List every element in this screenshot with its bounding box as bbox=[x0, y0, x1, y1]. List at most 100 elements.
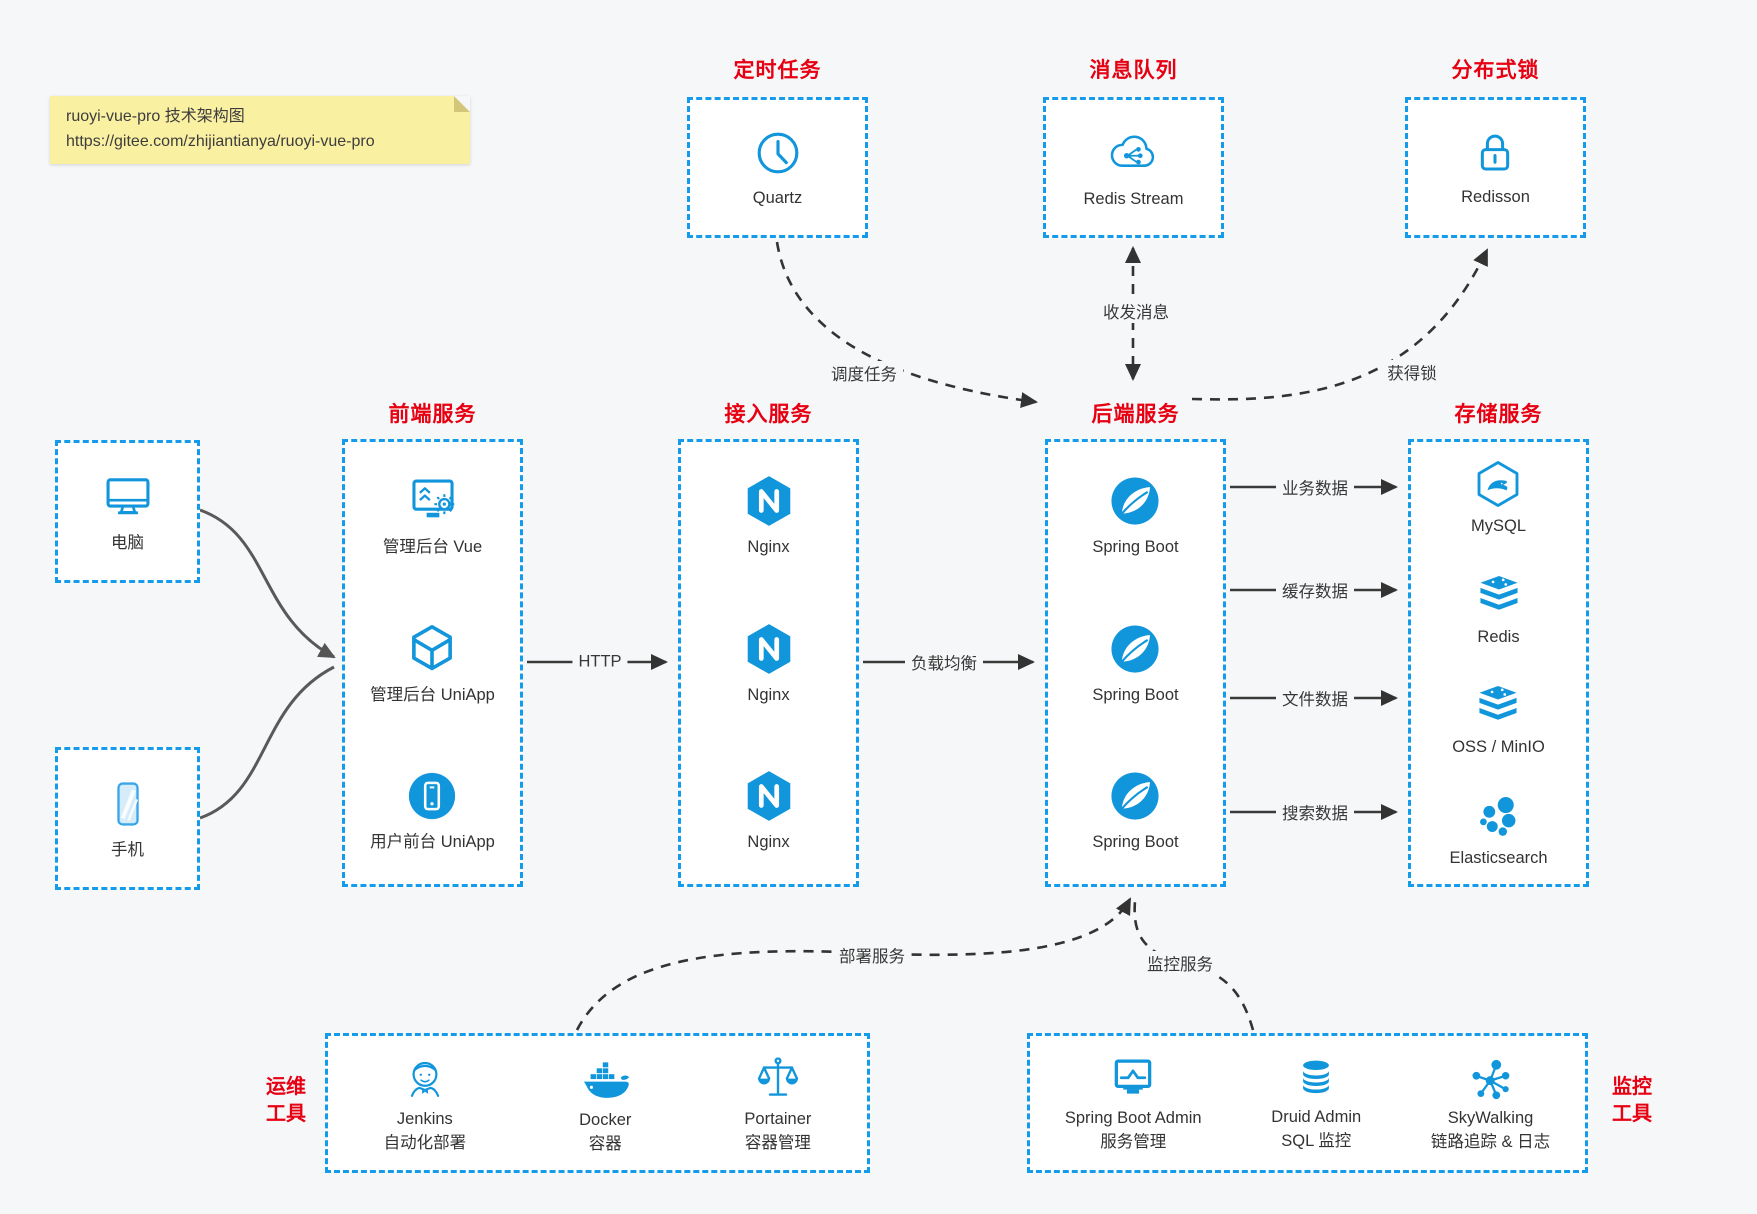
node-label: Quartz bbox=[752, 189, 803, 208]
devops-box: Jenkins 自动化部署 Docker 容器 Portainer 容器管理 bbox=[325, 1033, 870, 1173]
node-label: Docker bbox=[579, 1110, 632, 1129]
spring-leaf-icon bbox=[1106, 767, 1164, 825]
clock-icon bbox=[750, 125, 806, 181]
spring-leaf-icon bbox=[1106, 472, 1164, 530]
monitoring-title-line1: 监控 bbox=[1612, 1076, 1652, 1098]
client-pc-box: 电脑 bbox=[55, 440, 200, 583]
node-label: Elasticsearch bbox=[1449, 848, 1548, 867]
node-sublabel: SQL 监控 bbox=[1281, 1132, 1352, 1150]
database-cylinder-icon bbox=[1291, 1054, 1341, 1104]
node-druid-admin: Druid Admin SQL 监控 bbox=[1271, 1054, 1361, 1153]
mq-box: Redis Stream bbox=[1043, 97, 1224, 238]
edge-schedule-task bbox=[775, 241, 1038, 408]
node-label: Portainer bbox=[744, 1109, 812, 1128]
node-label: Spring Boot Admin bbox=[1064, 1108, 1202, 1127]
node-springboot-1: Spring Boot bbox=[1092, 472, 1179, 558]
node-jenkins: Jenkins 自动化部署 bbox=[383, 1052, 467, 1155]
monitoring-box: Spring Boot Admin 服务管理 Druid Admin SQL 监… bbox=[1027, 1033, 1588, 1173]
smartphone-icon bbox=[99, 775, 157, 833]
node-label: Druid Admin bbox=[1271, 1107, 1362, 1126]
node-admin-uniapp: 管理后台 UniApp bbox=[370, 620, 495, 706]
node-label: Nginx bbox=[747, 685, 790, 704]
node-quartz: Quartz bbox=[750, 125, 806, 209]
node-redisson: Redisson bbox=[1461, 126, 1530, 208]
node-label: 手机 bbox=[111, 841, 144, 860]
group-title-frontend: 前端服务 bbox=[388, 403, 477, 426]
edge-label-business-data: 业务数据 bbox=[1276, 475, 1354, 499]
node-docker: Docker 容器 bbox=[577, 1051, 633, 1156]
edge-label-file-data: 文件数据 bbox=[1276, 686, 1354, 710]
node-admin-vue: 管理后台 Vue bbox=[383, 472, 482, 558]
edge-label-load-balance: 负载均衡 bbox=[905, 650, 983, 674]
group-title-devops: 运维 工具 bbox=[255, 1074, 317, 1128]
mobile-app-icon bbox=[403, 767, 461, 825]
network-nodes-icon bbox=[1465, 1053, 1517, 1105]
edge-monitor-service bbox=[1133, 900, 1255, 1031]
devops-title-line2: 工具 bbox=[266, 1103, 306, 1125]
node-sublabel: 自动化部署 bbox=[383, 1134, 467, 1152]
node-label: MySQL bbox=[1470, 517, 1526, 536]
note-title: ruoyi-vue-pro 技术架构图 bbox=[66, 108, 245, 125]
elasticsearch-cluster-icon bbox=[1472, 789, 1526, 843]
node-sublabel: 容器 bbox=[588, 1135, 622, 1153]
frontend-box: 管理后台 Vue 管理后台 UniApp 用户前台 UniApp bbox=[342, 439, 523, 887]
cloud-stream-icon bbox=[1104, 124, 1162, 182]
node-phone: 手机 bbox=[99, 775, 157, 861]
sticky-note: ruoyi-vue-pro 技术架构图 https://gitee.com/zh… bbox=[50, 96, 470, 164]
admin-screen-gear-icon bbox=[404, 472, 462, 530]
storage-box: MySQL Redis OSS / MinIO Elasticsearch bbox=[1408, 439, 1589, 887]
node-label: SkyWalking bbox=[1447, 1108, 1534, 1127]
node-label: Nginx bbox=[747, 538, 790, 557]
lock-box: Redisson bbox=[1405, 97, 1586, 238]
node-user-uniapp: 用户前台 UniApp bbox=[370, 767, 495, 853]
edge-label-deploy-service: 部署服务 bbox=[833, 943, 911, 967]
edge-label-http: HTTP bbox=[572, 652, 628, 672]
node-elasticsearch: Elasticsearch bbox=[1449, 789, 1548, 869]
node-springboot-2: Spring Boot bbox=[1092, 620, 1179, 706]
edge-label-search-data: 搜索数据 bbox=[1276, 800, 1354, 824]
edge-acquire-lock bbox=[1191, 248, 1489, 401]
node-mysql: MySQL bbox=[1471, 457, 1526, 537]
node-label: 管理后台 UniApp bbox=[370, 685, 495, 704]
edge-label-cache-data: 缓存数据 bbox=[1276, 578, 1354, 602]
group-title-mq: 消息队列 bbox=[1089, 59, 1178, 82]
node-spring-boot-admin: Spring Boot Admin 服务管理 bbox=[1065, 1053, 1202, 1154]
edge-deploy-service bbox=[575, 897, 1132, 1031]
edge-label-acquire-lock: 获得锁 bbox=[1381, 360, 1443, 384]
node-label: 管理后台 Vue bbox=[382, 538, 483, 557]
node-label: Spring Boot bbox=[1092, 685, 1179, 704]
node-label: Jenkins bbox=[396, 1109, 453, 1128]
node-label: OSS / MinIO bbox=[1452, 738, 1545, 757]
mysql-dolphin-icon bbox=[1471, 457, 1525, 511]
edge-label-send-receive-message: 收发消息 bbox=[1097, 299, 1175, 323]
node-label: Nginx bbox=[747, 833, 790, 852]
backend-box: Spring Boot Spring Boot Spring Boot bbox=[1045, 439, 1226, 887]
node-sublabel: 容器管理 bbox=[744, 1134, 811, 1152]
edge-label-monitor-service: 监控服务 bbox=[1141, 951, 1219, 975]
desktop-icon bbox=[99, 468, 157, 526]
node-label: Spring Boot bbox=[1092, 538, 1179, 557]
cube-icon bbox=[403, 620, 461, 678]
group-title-backend: 后端服务 bbox=[1091, 403, 1180, 426]
node-label: 电脑 bbox=[111, 534, 144, 553]
node-label: Redis Stream bbox=[1083, 190, 1184, 209]
node-nginx-3: Nginx bbox=[740, 767, 798, 853]
node-pc: 电脑 bbox=[99, 468, 157, 554]
redis-stack-icon bbox=[1472, 568, 1526, 622]
docker-whale-icon bbox=[577, 1051, 633, 1107]
scheduler-box: Quartz bbox=[687, 97, 868, 238]
node-label: 用户前台 UniApp bbox=[370, 833, 495, 852]
node-sublabel: 服务管理 bbox=[1100, 1133, 1167, 1151]
spring-leaf-icon bbox=[1106, 620, 1164, 678]
nginx-icon bbox=[740, 767, 798, 825]
devops-title-line1: 运维 bbox=[266, 1076, 306, 1098]
node-sublabel: 链路追踪 & 日志 bbox=[1430, 1133, 1551, 1151]
edge-label-schedule-task: 调度任务 bbox=[825, 361, 903, 385]
client-phone-box: 手机 bbox=[55, 747, 200, 890]
lock-icon bbox=[1468, 126, 1522, 180]
group-title-storage: 存储服务 bbox=[1454, 403, 1543, 426]
storage-stack-icon bbox=[1471, 678, 1525, 732]
group-title-scheduler: 定时任务 bbox=[733, 59, 822, 82]
jenkins-butler-icon bbox=[398, 1052, 452, 1106]
